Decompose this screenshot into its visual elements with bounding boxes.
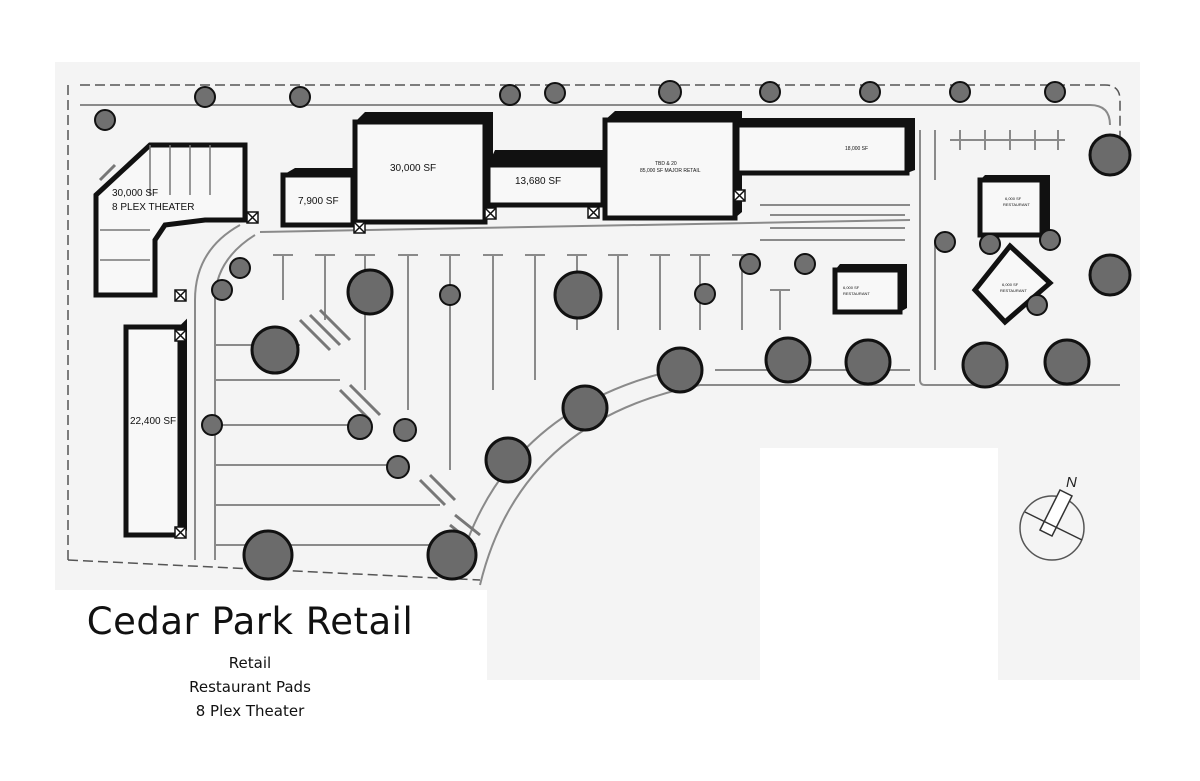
anchor-major-sublabel: 85,000 SF MAJOR RETAIL xyxy=(640,168,701,174)
property-boundary xyxy=(67,84,1121,581)
building-retail-east[interactable]: 18,000 SF xyxy=(734,118,915,176)
retail-30000-label: 30,000 SF xyxy=(390,163,436,174)
tree xyxy=(201,414,223,436)
tree xyxy=(499,84,521,106)
tree xyxy=(544,82,566,104)
pad-north-sublabel: RESTAURANT xyxy=(1003,202,1030,207)
tree xyxy=(759,81,781,103)
blank-area xyxy=(760,448,998,680)
tree xyxy=(194,86,216,108)
legend-item-retail: Retail xyxy=(228,654,272,672)
tree xyxy=(694,283,716,305)
map-title: Cedar Park Retail xyxy=(86,600,414,643)
pad-north-label: 6,000 SF xyxy=(1005,196,1022,201)
tree xyxy=(934,231,956,253)
building-theater[interactable]: 30,000 SF 8 PLEX THEATER xyxy=(93,142,248,298)
tree xyxy=(1044,81,1066,103)
tree xyxy=(656,346,704,394)
anchor-major-label: TBD & 20 xyxy=(655,161,677,167)
pad-diamond-sublabel: RESTAURANT xyxy=(1000,288,1027,293)
tree xyxy=(1026,294,1048,316)
tree xyxy=(859,81,881,103)
retail-7900-label: 7,900 SF xyxy=(298,196,339,207)
pad-mid-label: 6,000 SF xyxy=(843,285,860,290)
tree xyxy=(386,455,410,479)
tree xyxy=(94,109,116,131)
tree xyxy=(949,81,971,103)
trees xyxy=(94,80,1132,581)
tree xyxy=(289,86,311,108)
tree xyxy=(426,529,478,581)
tree xyxy=(1088,133,1132,177)
tree xyxy=(979,233,1001,255)
tree xyxy=(347,414,373,440)
tree xyxy=(1039,229,1061,251)
tree xyxy=(229,257,251,279)
tree xyxy=(346,268,394,316)
entry-markers xyxy=(174,189,746,539)
tree xyxy=(561,384,609,432)
theater-area-label: 30,000 SF xyxy=(112,188,158,199)
tree xyxy=(250,325,300,375)
tree xyxy=(794,253,816,275)
building-retail-13680[interactable]: 13,680 SF xyxy=(485,150,608,208)
tree xyxy=(211,279,233,301)
building-pad-mid[interactable]: 6,000 SF RESTAURANT xyxy=(832,264,907,315)
north-label: N xyxy=(1066,474,1077,491)
drive-aisles xyxy=(80,104,1120,586)
tree xyxy=(1088,253,1132,297)
retail-east-label: 18,000 SF xyxy=(845,146,868,152)
building-retail-30000[interactable]: 30,000 SF xyxy=(352,112,493,225)
building-pad-diamond[interactable]: 6,000 SF RESTAURANT xyxy=(971,242,1054,326)
tree xyxy=(658,80,682,104)
pad-mid-sublabel: RESTAURANT xyxy=(843,291,870,296)
tree xyxy=(439,284,461,306)
tree xyxy=(484,436,532,484)
retail-22400-label: 22,400 SF xyxy=(130,416,176,427)
tree xyxy=(393,418,417,442)
tree xyxy=(242,529,294,581)
pad-diamond-label: 6,000 SF xyxy=(1002,282,1019,287)
building-pad-north[interactable]: 6,000 SF RESTAURANT xyxy=(977,175,1050,238)
building-retail-7900[interactable]: 7,900 SF xyxy=(280,168,360,228)
legend-item-theater: 8 Plex Theater xyxy=(195,702,305,720)
building-anchor-major[interactable]: TBD & 20 85,000 SF MAJOR RETAIL xyxy=(602,111,742,221)
tree xyxy=(739,253,761,275)
tree xyxy=(844,338,892,386)
tree xyxy=(1043,338,1091,386)
retail-13680-label: 13,680 SF xyxy=(515,176,561,187)
theater-name-label: 8 PLEX THEATER xyxy=(112,202,194,213)
tree xyxy=(764,336,812,384)
north-arrow-icon: N xyxy=(1019,474,1085,561)
building-retail-22400[interactable]: 22,400 SF xyxy=(123,318,187,538)
tree xyxy=(553,270,603,320)
legend-item-restaurant-pads: Restaurant Pads xyxy=(189,678,311,696)
tree xyxy=(961,341,1009,389)
